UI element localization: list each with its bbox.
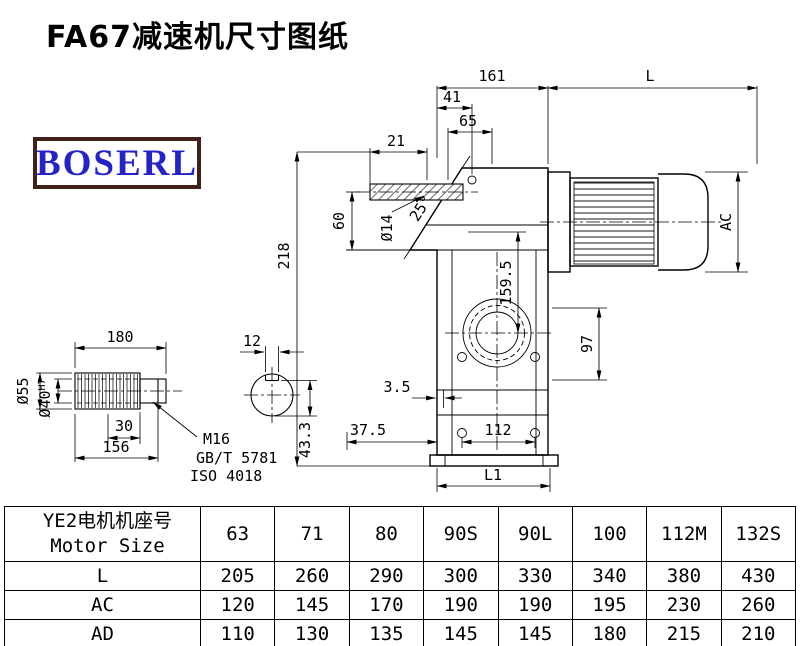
dim-3-5-label: 3.5: [383, 378, 410, 396]
table-cell: 110: [199, 619, 276, 646]
centerlines: [58, 191, 722, 452]
table-header-row: YE2电机机座号 Motor Size 63 71 80 90S 90L 100…: [4, 506, 797, 562]
dim-161-label: 161: [478, 67, 505, 85]
table-cell: 145: [497, 619, 573, 646]
dim-12-label: 12: [243, 332, 261, 350]
table-cell: 71: [274, 506, 350, 562]
size-table: YE2电机机座号 Motor Size 63 71 80 90S 90L 100…: [4, 506, 797, 646]
table-cell: 190: [423, 590, 499, 620]
table-cell: 380: [646, 561, 722, 591]
dim-180-label: 180: [106, 328, 133, 346]
table-cell: 210: [720, 619, 797, 646]
dim-21-label: 21: [387, 132, 405, 150]
motor-fins: [573, 181, 655, 265]
table-cell: 430: [720, 561, 797, 591]
table-cell: 300: [423, 561, 499, 591]
table-cell: 145: [423, 619, 499, 646]
table-cell: 260: [720, 590, 797, 620]
table-cell: 80: [348, 506, 425, 562]
table-row-AD: AD 110 130 135 145 145 180 215 210: [4, 619, 797, 646]
motor-size-header: YE2电机机座号 Motor Size: [4, 506, 201, 562]
dim-37-5-label: 37.5: [350, 421, 386, 439]
gearbox-outline: [408, 167, 709, 467]
table-cell: 290: [348, 561, 425, 591]
motor-size-header-en: Motor Size: [50, 535, 165, 557]
dimension-lines: [37, 85, 758, 489]
dim-156-label: 156: [102, 438, 129, 456]
page-title: FA67减速机尺寸图纸: [46, 20, 350, 55]
table-cell: 132S: [720, 506, 797, 562]
table-cell: 180: [571, 619, 648, 646]
table-cell: 90S: [423, 506, 499, 562]
table-cell: 205: [199, 561, 276, 591]
standard-gb-label: GB/T 5781: [196, 449, 277, 467]
table-cell: 90L: [497, 506, 573, 562]
dim-dia14-label: Ø14: [378, 214, 396, 241]
thread-callout: M16: [203, 430, 230, 448]
motor-size-header-cn: YE2电机机座号: [42, 510, 173, 533]
table-cell: 100: [571, 506, 648, 562]
table-cell: 170: [348, 590, 425, 620]
dim-30-label: 30: [115, 417, 133, 435]
table-cell: 260: [274, 561, 350, 591]
table-cell: 340: [571, 561, 648, 591]
table-cell: 145: [274, 590, 350, 620]
row-label: AC: [4, 590, 201, 620]
table-row-L: L 205 260 290 300 330 340 380 430: [4, 561, 797, 591]
table-cell: 215: [646, 619, 722, 646]
table-cell: 63: [199, 506, 276, 562]
dimension-drawing: 161 L 41 65 21 60 Ø14 25° 218 159.5 AC 9…: [14, 67, 758, 492]
dim-112-label: 112: [484, 421, 511, 439]
standard-iso-label: ISO 4018: [190, 467, 262, 485]
table-cell: 190: [497, 590, 573, 620]
dim-60-label: 60: [330, 212, 348, 230]
logo-text: BOSERL: [35, 142, 199, 184]
table-cell: 230: [646, 590, 722, 620]
dim-97-label: 97: [578, 335, 596, 353]
dim-dia55-label: Ø55: [14, 377, 32, 404]
row-label: AD: [4, 619, 201, 646]
table-cell: 130: [274, 619, 350, 646]
logo-box: BOSERL: [33, 137, 201, 189]
shaft-section-view: [250, 373, 294, 417]
dim-dia40-label: Ø40H7: [36, 378, 54, 417]
dim-AC-label: AC: [717, 213, 735, 231]
table-row-AC: AC 120 145 170 190 190 195 230 260: [4, 590, 797, 620]
dim-65-label: 65: [459, 112, 477, 130]
table-cell: 195: [571, 590, 648, 620]
dim-L-label: L: [645, 67, 654, 85]
dim-41-label: 41: [443, 88, 461, 106]
dim-L1-label: L1: [484, 466, 502, 484]
table-cell: 135: [348, 619, 425, 646]
shaft-detail-view: [74, 372, 167, 410]
dim-43-3-label: 43.3: [296, 422, 314, 458]
table-cell: 112M: [646, 506, 722, 562]
row-label: L: [4, 561, 201, 591]
dimension-labels: 161 L 41 65 21 60 Ø14 25° 218 159.5 AC 9…: [14, 67, 735, 485]
table-cell: 120: [199, 590, 276, 620]
dim-218-label: 218: [275, 242, 293, 269]
dim-159-label: 159.5: [497, 260, 515, 305]
table-cell: 330: [497, 561, 573, 591]
